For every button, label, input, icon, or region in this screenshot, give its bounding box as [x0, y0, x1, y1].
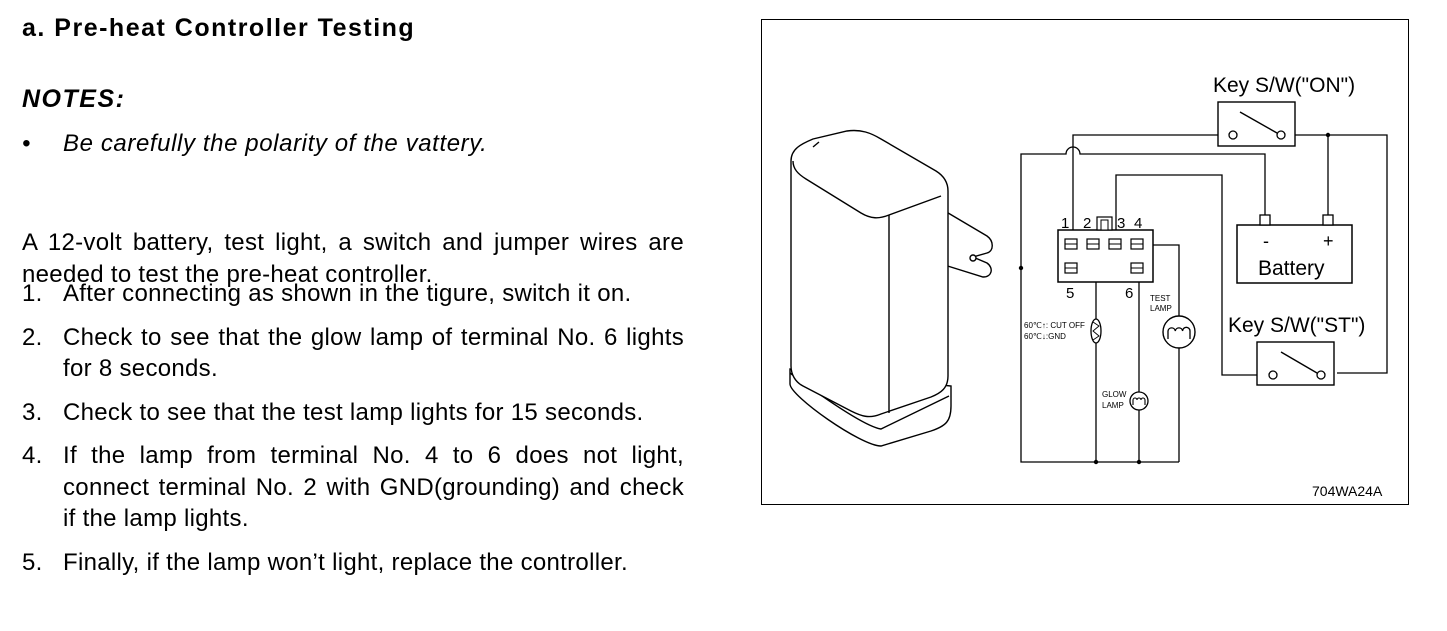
key-on-blade: [1239, 111, 1278, 134]
test-lamp-label-2: LAMP: [1150, 304, 1172, 313]
step-text: If the lamp from terminal No. 4 to 6 doe…: [63, 442, 684, 532]
steps-list: 1. After connecting as shown in the tigur…: [22, 278, 684, 590]
terminal-label-6: 6: [1125, 285, 1133, 302]
step-item: 2. Check to see that the glow lamp of ter…: [22, 322, 684, 385]
test-lamp: [1162, 315, 1196, 349]
key-on-contact-right: [1276, 130, 1286, 140]
controller-body-ridge: [792, 160, 942, 219]
step-text: Check to see that the glow lamp of termi…: [63, 323, 684, 383]
temperature-sensor: [1090, 318, 1102, 344]
glow-lamp-label-1: GLOW: [1102, 390, 1127, 399]
step-number: 3.: [22, 398, 43, 426]
wires: [1020, 134, 1388, 463]
figure-code: 704WA24A: [1312, 483, 1383, 499]
step-number: 5.: [22, 548, 43, 576]
sensor-label-2: 60℃↓:GND: [1024, 332, 1066, 341]
section-title: a. Pre-heat Controller Testing: [22, 14, 416, 42]
battery-plus-label: +: [1323, 231, 1334, 251]
battery-minus-terminal: [1259, 214, 1271, 226]
battery-box: [1236, 224, 1353, 284]
step-item: 4. If the lamp from terminal No. 4 to 6 d…: [22, 440, 684, 535]
wire-ground-to-battery-minus: [1020, 146, 1266, 233]
terminal-label-4: 4: [1134, 215, 1142, 232]
notes-title: NOTES:: [22, 85, 126, 113]
wire-ground-bus: [1020, 233, 1179, 463]
wire-keyon-right-bus: [1291, 134, 1388, 374]
connector-latch-inner: [1100, 219, 1109, 231]
wiring-diagram-svg: Key S/W("ON") Key S/W("ST") Battery - + …: [789, 74, 1388, 499]
controller-unit: [789, 129, 993, 447]
controller-body: [790, 129, 949, 418]
key-st-contact-left: [1268, 370, 1278, 380]
terminal-label-1: 1: [1061, 215, 1069, 232]
step-number: 1.: [22, 280, 43, 307]
junction-dots: [1018, 132, 1331, 465]
wire-terminal4-testlamp: [1149, 244, 1180, 462]
step-text: After connecting as shown in the tigure,…: [63, 280, 632, 307]
key-st-contact-right: [1316, 370, 1326, 380]
sensor-label-1: 60℃↑: CUT OFF: [1024, 321, 1085, 330]
key-switch-st: [1256, 341, 1335, 386]
terminal-label-3: 3: [1117, 215, 1125, 232]
step-text: Check to see that the test lamp lights f…: [63, 398, 644, 426]
glow-lamp-label-2: LAMP: [1102, 401, 1124, 410]
connector-housing: [1057, 229, 1154, 283]
key-switch-on: [1217, 101, 1296, 147]
connector-block: [1057, 216, 1154, 283]
bracket-hole: [969, 254, 977, 262]
step-item: 5. Finally, if the lamp won’t light, repl…: [22, 547, 684, 579]
bullet-icon: •: [22, 130, 32, 157]
note-item: • Be carefully the polarity of the vatter…: [22, 130, 487, 158]
wire-terminal1-keyon: [1072, 134, 1219, 233]
battery-plus-terminal: [1322, 214, 1334, 226]
test-lamp-label-1: TEST: [1150, 294, 1171, 303]
wire-terminal3-keyst: [1115, 174, 1259, 376]
key-st-blade: [1280, 351, 1318, 374]
key-on-label: Key S/W("ON"): [1213, 74, 1355, 97]
step-item: 1. After connecting as shown in the tigur…: [22, 278, 684, 310]
key-on-housing: [1217, 101, 1296, 147]
step-item: 3. Check to see that the test lamp lights…: [22, 397, 684, 429]
battery-label: Battery: [1258, 257, 1325, 280]
key-st-label: Key S/W("ST"): [1228, 314, 1365, 337]
step-number: 4.: [22, 442, 43, 469]
note-text: Be carefully the polarity of the vattery…: [63, 130, 488, 157]
wiring-diagram: Key S/W("ON") Key S/W("ST") Battery - + …: [761, 19, 1409, 505]
step-number: 2.: [22, 323, 43, 351]
controller-pin: [812, 141, 820, 148]
battery-minus-label: -: [1263, 231, 1269, 251]
key-on-contact-left: [1228, 130, 1238, 140]
step-text: Finally, if the lamp won’t light, replac…: [63, 548, 628, 576]
glow-lamp: [1129, 391, 1149, 411]
intro-paragraph: A 12-volt battery, test light, a switch …: [22, 229, 684, 288]
terminal-label-2: 2: [1083, 215, 1091, 232]
terminal-label-5: 5: [1066, 285, 1074, 302]
